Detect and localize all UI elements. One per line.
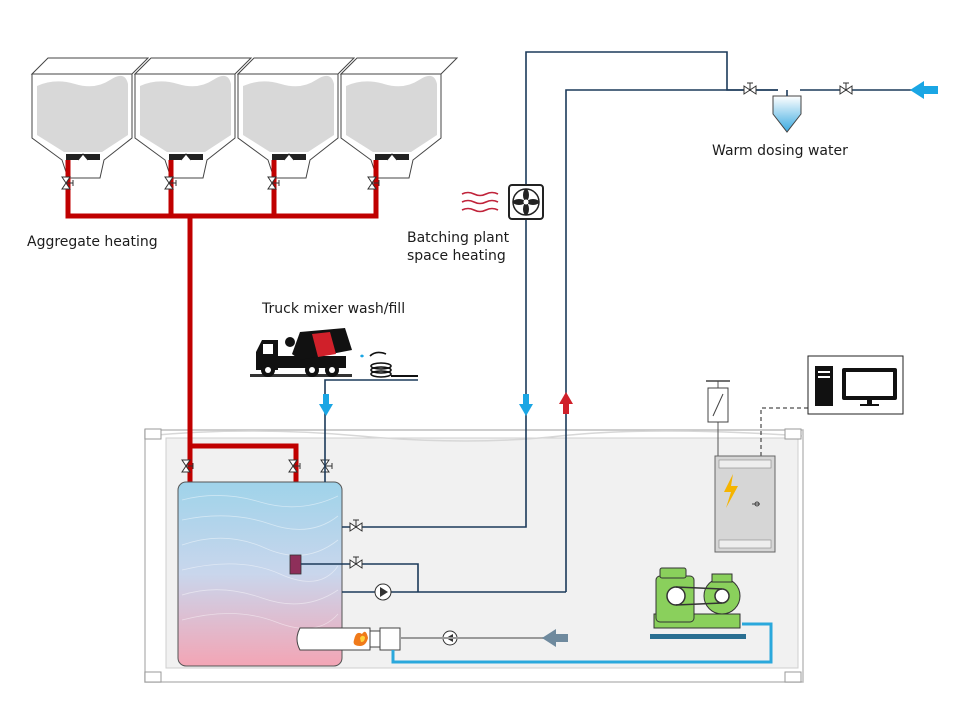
flow-arrow-truck (319, 394, 333, 416)
water-tank-icon (177, 481, 343, 667)
valve-icon (61, 176, 74, 190)
label-batching-plant-line1: Batching plant (407, 230, 510, 246)
valve-icon (267, 176, 280, 190)
monitor-icon (842, 368, 897, 406)
water-lines (301, 51, 912, 593)
fan-icon (461, 184, 544, 220)
pump-icon (374, 583, 392, 601)
valve-icon (743, 82, 757, 95)
silo-icon (236, 57, 356, 179)
fuel-line (400, 629, 568, 647)
computer-icon (760, 355, 904, 456)
flow-arrow-space-heating (519, 394, 533, 416)
label-truck-mixer: Truck mixer wash/fill (262, 301, 406, 317)
lightning-icon (724, 474, 738, 508)
label-batching-plant-line2: space heating (407, 248, 506, 264)
label-aggregate-heating: Aggregate heating (27, 234, 158, 250)
warm-dosing-tank-icon (772, 90, 802, 133)
light-blue-pipe (391, 622, 773, 664)
inlet-arrow (910, 81, 938, 99)
silo-icon (30, 57, 150, 179)
truck-mixer-icon (250, 328, 418, 378)
valve-icon (164, 176, 177, 190)
control-cabinet-icon (706, 380, 776, 553)
label-warm-dosing-water: Warm dosing water (712, 143, 848, 159)
boiler-burner-icon (296, 627, 401, 651)
silo-icon (133, 57, 253, 179)
silo-valves (61, 176, 380, 190)
valve-icon (839, 82, 853, 95)
silo-icon (339, 57, 459, 179)
silo-row (30, 57, 459, 179)
flow-arrow-return (559, 392, 573, 414)
motor-pump-icon (650, 567, 746, 639)
